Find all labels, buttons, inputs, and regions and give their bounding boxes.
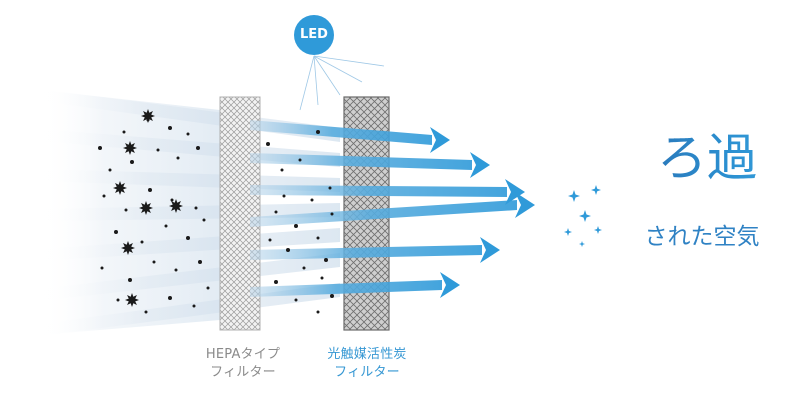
led-label: LED: [300, 27, 328, 42]
clean-air-arrows: [250, 120, 535, 298]
dust-particle: [102, 194, 106, 198]
air-stream: [40, 228, 340, 261]
dust-particle: [98, 146, 102, 150]
led-ray: [313, 55, 385, 67]
sparkle-icon: [579, 210, 591, 222]
dust-particles: [98, 109, 334, 314]
photocatalyst-filter-label-line1: 光触媒活性炭: [327, 347, 407, 362]
dust-particle: [168, 296, 172, 300]
dust-particle: [192, 304, 196, 308]
photocatalyst-filter-label-line2: フィルター: [334, 365, 400, 380]
dust-particle: [282, 194, 286, 198]
dust-particle: [324, 258, 328, 262]
led-ray: [299, 55, 315, 111]
arrow-head: [440, 272, 460, 298]
dust-particle: [206, 286, 210, 290]
dust-particle: [298, 158, 302, 162]
arrow-shaft: [250, 120, 432, 145]
dust-particle: [286, 248, 290, 252]
dust-particle: [274, 280, 278, 284]
dust-particle: [164, 224, 168, 228]
dust-particle: [316, 236, 320, 240]
led-icon: [294, 15, 334, 55]
arrow-shaft: [250, 280, 442, 297]
dust-particle: [266, 142, 270, 146]
dust-burr: [169, 199, 183, 213]
dust-particle: [152, 260, 156, 264]
led-ray: [313, 55, 363, 83]
dust-burr: [141, 109, 155, 123]
dust-particle: [114, 230, 118, 234]
arrow-shaft: [250, 245, 482, 260]
led-light-rays: [299, 55, 385, 111]
dust-burr: [123, 141, 137, 155]
dust-particle: [108, 168, 112, 172]
dust-particle: [316, 130, 320, 134]
dust-burr: [139, 201, 153, 215]
sparkle-icons: [564, 185, 602, 247]
dust-particle: [148, 188, 152, 192]
dust-particle: [174, 268, 178, 272]
dust-particle: [124, 208, 128, 212]
air-stream: [40, 253, 340, 301]
hepa-filter-label-line1: HEPAタイプ: [205, 347, 281, 362]
dust-particle: [316, 310, 320, 314]
arrow-head: [470, 152, 490, 178]
filtered-subtitle: された空気: [644, 224, 760, 250]
arrow-shaft: [250, 200, 517, 227]
dust-particle: [330, 212, 334, 216]
dust-particle: [302, 266, 306, 270]
dust-particle: [294, 224, 298, 228]
dust-particle: [280, 168, 284, 172]
dust-particle: [196, 146, 200, 150]
dust-particle: [170, 198, 174, 202]
dust-particle: [140, 240, 144, 244]
dust-particle: [144, 310, 148, 314]
dust-particle: [186, 236, 190, 240]
dust-particle: [176, 156, 180, 160]
sparkle-icon: [579, 241, 585, 247]
dust-particle: [198, 260, 202, 264]
led-ray: [313, 55, 341, 96]
dust-burr: [121, 241, 135, 255]
dust-burr: [125, 293, 139, 307]
dust-particle: [194, 206, 198, 210]
dust-burr: [113, 181, 127, 195]
sparkle-icon: [594, 226, 602, 234]
filtered-title: ろ過: [612, 128, 800, 188]
dust-particle: [186, 132, 190, 136]
dust-particle: [274, 210, 278, 214]
dust-particle: [122, 130, 126, 134]
dust-particle: [116, 298, 120, 302]
sparkle-icon: [564, 228, 572, 236]
led-ray: [313, 55, 319, 106]
dust-particle: [156, 148, 160, 152]
arrow-head: [515, 192, 535, 218]
arrow-shaft: [250, 153, 472, 170]
dust-particle: [130, 160, 134, 164]
sparkle-icon: [568, 190, 580, 202]
dust-particle: [330, 294, 334, 298]
dust-particle: [268, 238, 272, 242]
dust-particle: [294, 298, 298, 302]
arrow-head: [480, 237, 500, 263]
dust-particle: [100, 266, 104, 270]
arrow-head: [430, 127, 450, 153]
photocatalyst-filter-label: 光触媒活性炭 フィルター: [312, 346, 422, 382]
dust-particle: [320, 276, 324, 280]
dust-particle: [168, 126, 172, 130]
dust-particle: [202, 218, 206, 222]
dust-particle: [328, 186, 332, 190]
dust-particle: [128, 278, 132, 282]
sparkle-icon: [591, 185, 601, 195]
arrow-shaft: [250, 185, 507, 197]
hepa-filter-label: HEPAタイプ フィルター: [188, 346, 298, 382]
dust-particle: [310, 198, 314, 202]
hepa-filter-label-line2: フィルター: [210, 365, 276, 380]
